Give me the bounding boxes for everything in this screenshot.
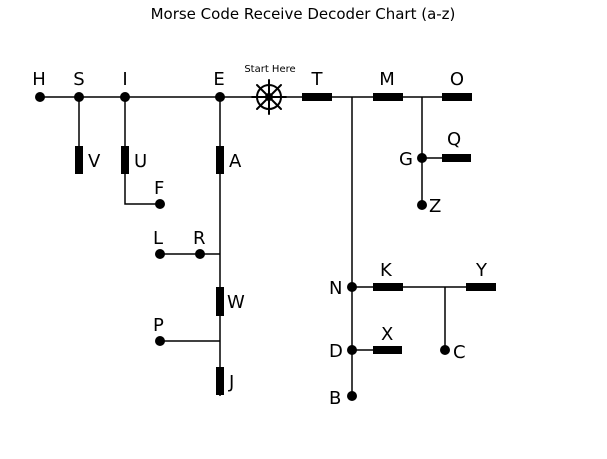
dot-S [74,92,84,102]
dash-J [216,367,224,395]
dash-K [373,283,403,291]
dash-U [121,146,129,174]
label-T: T [311,69,324,90]
dash-T [302,93,332,101]
label-F: F [154,178,164,199]
horizontal-dashes [302,93,496,354]
label-I: I [122,69,127,90]
dot-Z [417,200,427,210]
label-Z: Z [429,196,441,217]
label-N: N [329,278,342,299]
dot-B [347,391,357,401]
label-D: D [329,341,343,362]
dot-H [35,92,45,102]
dash-Q [442,154,471,162]
dot-L [155,249,165,259]
dot-I [120,92,130,102]
label-S: S [73,69,84,90]
label-Q: Q [447,129,461,150]
label-B: B [329,388,341,409]
dash-O [442,93,472,101]
ship-wheel-icon [251,79,287,115]
label-A: A [229,151,242,172]
label-W: W [227,292,245,313]
vertical-dashes [75,146,224,395]
label-X: X [381,324,393,345]
label-U: U [134,151,147,172]
dash-M [373,93,403,101]
dot-E [215,92,225,102]
letter-labels: H S I E T M O V U F A L R W P J G Q Z N … [32,69,488,409]
dot-C [440,345,450,355]
dash-Y [466,283,496,291]
dash-A [216,146,224,174]
label-R: R [193,228,206,249]
label-Y: Y [475,260,488,281]
dot-R [195,249,205,259]
label-G: G [399,149,413,170]
dot-D [347,345,357,355]
dot-P [155,336,165,346]
dot-N [347,282,357,292]
dash-X [373,346,402,354]
label-K: K [380,260,393,281]
label-V: V [88,151,101,172]
chart-title: Morse Code Receive Decoder Chart (a-z) [151,5,456,23]
label-O: O [450,69,464,90]
wires [40,96,496,396]
label-J: J [228,372,234,393]
dot-F [155,199,165,209]
label-M: M [379,69,395,90]
dots [35,92,450,401]
label-C: C [453,342,466,363]
label-E: E [213,69,224,90]
dash-W [216,287,224,316]
dash-V [75,146,83,174]
start-here-label: Start Here [244,64,295,75]
dot-G [417,153,427,163]
label-P: P [153,315,164,336]
label-H: H [32,69,46,90]
label-L: L [153,228,163,249]
